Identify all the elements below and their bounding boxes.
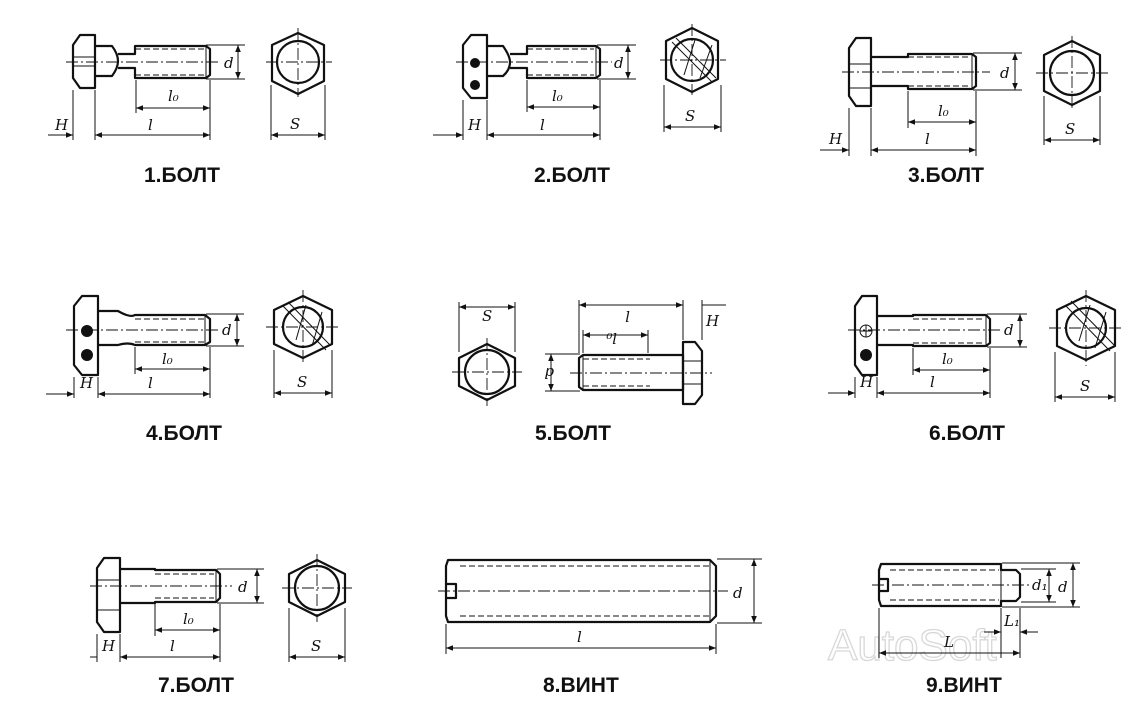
dim-L1-label: L₁ [1003, 612, 1020, 630]
dim-d-label: d [1058, 578, 1068, 596]
dim-d-label: d [1000, 64, 1010, 82]
bolt-1-side-view [66, 33, 220, 90]
bolt-7-top-view: S [282, 554, 352, 662]
dim-l0-label: l₀ [938, 102, 949, 120]
bolt-3-side-view [842, 36, 990, 108]
dim-H-label: H [467, 116, 482, 134]
dim-H-label: H [705, 312, 720, 330]
dim-d-label: d [224, 54, 234, 72]
screw-9-dimensions: d₁ d L₁ L [878, 562, 1080, 658]
figure-9: d₁ d L₁ L 9.ВИНТ [872, 562, 1080, 697]
screw-9-side-view [872, 562, 1032, 608]
bolt-5-side-view [570, 340, 712, 406]
bolt-3-top-view: S [1036, 36, 1110, 145]
figure-caption: 9.ВИНТ [926, 674, 1002, 697]
figure-caption: 8.ВИНТ [543, 674, 619, 697]
bolt-2-side-view [456, 33, 612, 100]
dim-d-label: d [733, 584, 743, 602]
dim-l0-label: l₀ [183, 610, 194, 628]
figure-7: d l₀ l H S 7.БОЛТ [90, 554, 352, 697]
figure-4: d l₀ l H S 4.БОЛТ [46, 290, 340, 445]
figure-2: d l₀ l H S 2.БОЛТ [433, 24, 726, 187]
figure-caption: 2.БОЛТ [534, 164, 610, 187]
figure-caption: 1.БОЛТ [144, 164, 220, 187]
dim-l-label: l [577, 628, 582, 646]
dim-l-label: l [930, 373, 935, 391]
dim-l-label: l [625, 307, 630, 325]
dim-H-label: H [54, 116, 69, 134]
figure-8: d l 8.ВИНТ [438, 558, 762, 697]
dim-d-label: d [222, 321, 232, 339]
dim-H-label: H [859, 373, 874, 391]
bolt-6-top-view: S [1049, 290, 1122, 402]
dim-l0-label: l₀ [162, 350, 173, 368]
dim-S-label: S [297, 373, 307, 391]
dim-H-label: H [101, 637, 116, 655]
dim-l-label: l [540, 116, 545, 134]
dim-l0-label: l₀ [942, 350, 953, 368]
dim-H-label: H [828, 130, 843, 148]
screw-8-side-view [438, 558, 728, 624]
dim-H-label: H [79, 374, 94, 392]
bolt-5-dimensions: d l₀ l H [544, 300, 726, 392]
bolt-1-dimensions: d l₀ l H [48, 44, 245, 140]
dim-l-label: l [925, 130, 930, 148]
figure-caption: 7.БОЛТ [158, 674, 234, 697]
bolt-1-top-view: S [266, 28, 332, 140]
dim-l-label: l [148, 116, 153, 134]
dim-l0-label: l₀ [606, 329, 617, 347]
bolt-5-top-view: S [452, 302, 522, 406]
dim-d1-label: d₁ [1032, 576, 1048, 594]
figure-3: d l₀ l H S 3.БОЛТ [820, 36, 1110, 187]
dim-S-label: S [685, 107, 695, 125]
bolt-4-side-view [66, 294, 220, 377]
dim-l-label: l [170, 637, 175, 655]
bolt-4-dimensions: d l₀ l H [46, 313, 244, 398]
dim-d-label: d [544, 364, 554, 382]
dim-d-label: d [614, 54, 624, 72]
bolt-2-top-view: S [660, 24, 726, 132]
bolt-4-top-view: S [266, 290, 340, 398]
bolt-3-dimensions: d l₀ l H [820, 52, 1022, 156]
bolt-7-side-view [90, 556, 232, 634]
dim-l0-label: l₀ [552, 87, 563, 105]
figure-caption: 4.БОЛТ [146, 422, 222, 445]
bolt-6-side-view [848, 294, 1002, 377]
screw-8-dimensions: d l [445, 558, 762, 654]
dim-d-label: d [238, 578, 248, 596]
dim-l0-label: l₀ [168, 87, 179, 105]
figure-caption: 5.БОЛТ [535, 422, 611, 445]
bolt-7-dimensions: d l₀ l H [90, 568, 264, 662]
dim-S-label: S [482, 307, 492, 325]
figure-caption: 3.БОЛТ [908, 164, 984, 187]
figure-caption: 6.БОЛТ [929, 422, 1005, 445]
watermark-text: AutoSoft [828, 621, 997, 670]
bolt-6-dimensions: d l₀ l H [828, 313, 1027, 398]
bolt-2-dimensions: d l₀ l H [433, 44, 636, 140]
dim-S-label: S [1080, 377, 1090, 395]
dim-S-label: S [1065, 120, 1075, 138]
figure-5: S d l₀ l H 5.Б [452, 300, 726, 445]
dim-l-label: l [148, 374, 153, 392]
dim-S-label: S [290, 115, 300, 133]
dim-L-label: L [943, 633, 954, 651]
dim-S-label: S [311, 637, 321, 655]
figure-1: d l₀ l H S 1.БОЛТ [48, 28, 332, 187]
dim-d-label: d [1004, 321, 1014, 339]
figure-6: d l₀ l H S 6.БОЛТ [828, 290, 1122, 445]
